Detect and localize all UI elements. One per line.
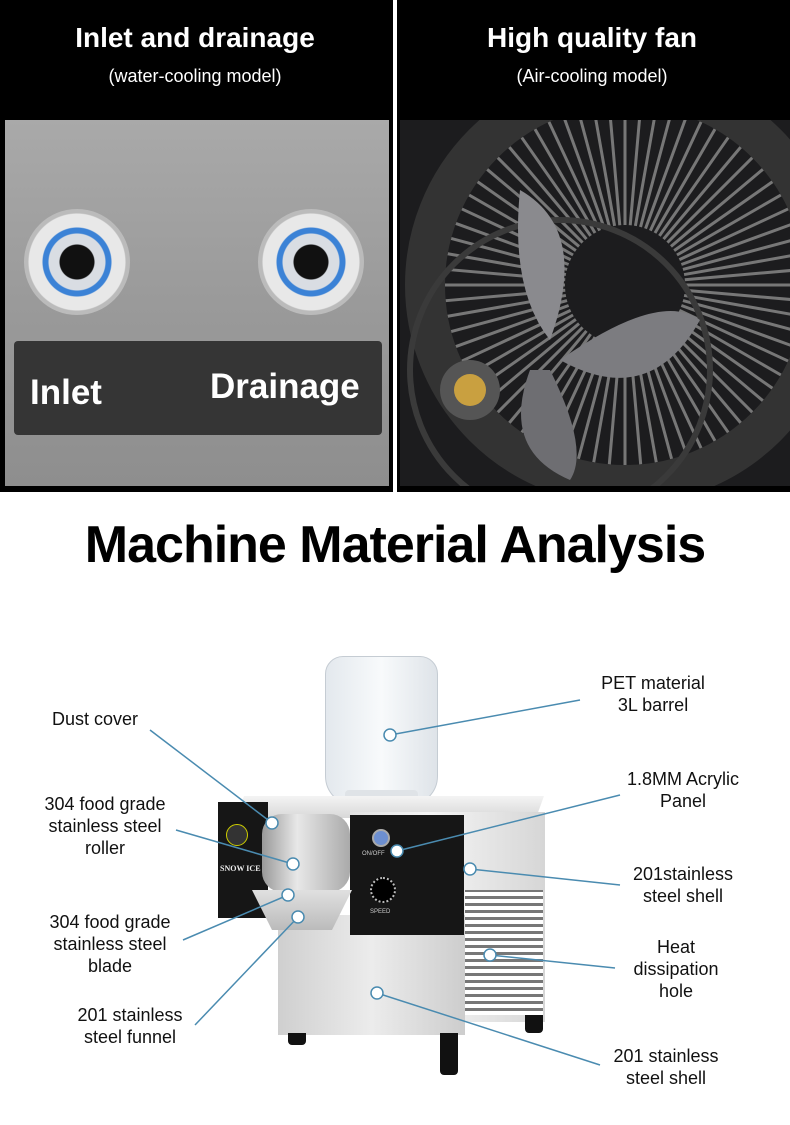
panel-subtitle-fan: (Air-cooling model) — [516, 66, 668, 86]
fan-photo — [400, 120, 790, 486]
funnel — [252, 890, 352, 930]
text: hole — [658, 981, 694, 1001]
text: steel shell — [642, 886, 724, 906]
drainage-label: Drainage — [210, 367, 360, 406]
text: roller — [84, 838, 125, 858]
inlet-drainage-photo: Inlet Drainage — [5, 120, 389, 486]
panel-title-inlet: Inlet and drainage — [75, 22, 315, 53]
text: Heat — [656, 937, 696, 957]
top-banner: Inlet and drainage (water-cooling model)… — [0, 0, 790, 492]
text: 201 stainless — [613, 1046, 719, 1066]
text: dissipation — [633, 959, 719, 979]
divider — [393, 0, 397, 492]
panel-subtitle-inlet: (water-cooling model) — [108, 66, 282, 86]
right-black-panel: ON/OFF SPEED — [350, 815, 464, 935]
text: 1.8MM Acrylic — [626, 769, 740, 789]
inlet-fitting — [24, 209, 130, 315]
fan-icon — [405, 120, 790, 486]
text: stainless steel — [53, 934, 167, 954]
callout-dust-cover: Dust cover — [51, 709, 139, 729]
label-box: Inlet Drainage — [14, 341, 382, 435]
text: 304 food grade — [44, 794, 166, 814]
switch-label: ON/OFF — [362, 851, 385, 857]
text: 201 stainless — [77, 1005, 183, 1025]
text: steel shell — [625, 1068, 707, 1088]
panel-title-fan: High quality fan — [487, 22, 697, 53]
text: stainless steel — [48, 816, 162, 836]
text: Panel — [659, 791, 707, 811]
speed-knob[interactable] — [370, 877, 396, 903]
water-barrel — [325, 656, 438, 806]
page-heading: Machine Material Analysis — [84, 516, 706, 574]
foot — [440, 1033, 458, 1075]
power-button[interactable] — [372, 829, 390, 847]
text: blade — [87, 956, 133, 976]
lower-body — [278, 915, 465, 1035]
logo-badge-icon — [226, 824, 248, 846]
brand-label: SNOW ICE — [220, 864, 261, 873]
inlet-label: Inlet — [30, 373, 102, 412]
foot — [525, 1015, 543, 1033]
drainage-fitting — [258, 209, 364, 315]
text: PET material — [601, 673, 705, 693]
text: 304 food grade — [49, 912, 171, 932]
foot — [288, 1033, 306, 1045]
text: 3L barrel — [617, 695, 689, 715]
speed-label: SPEED — [370, 909, 391, 915]
text: steel funnel — [83, 1027, 177, 1047]
text: 201stainless — [632, 864, 734, 884]
vent-grille — [465, 890, 543, 1015]
